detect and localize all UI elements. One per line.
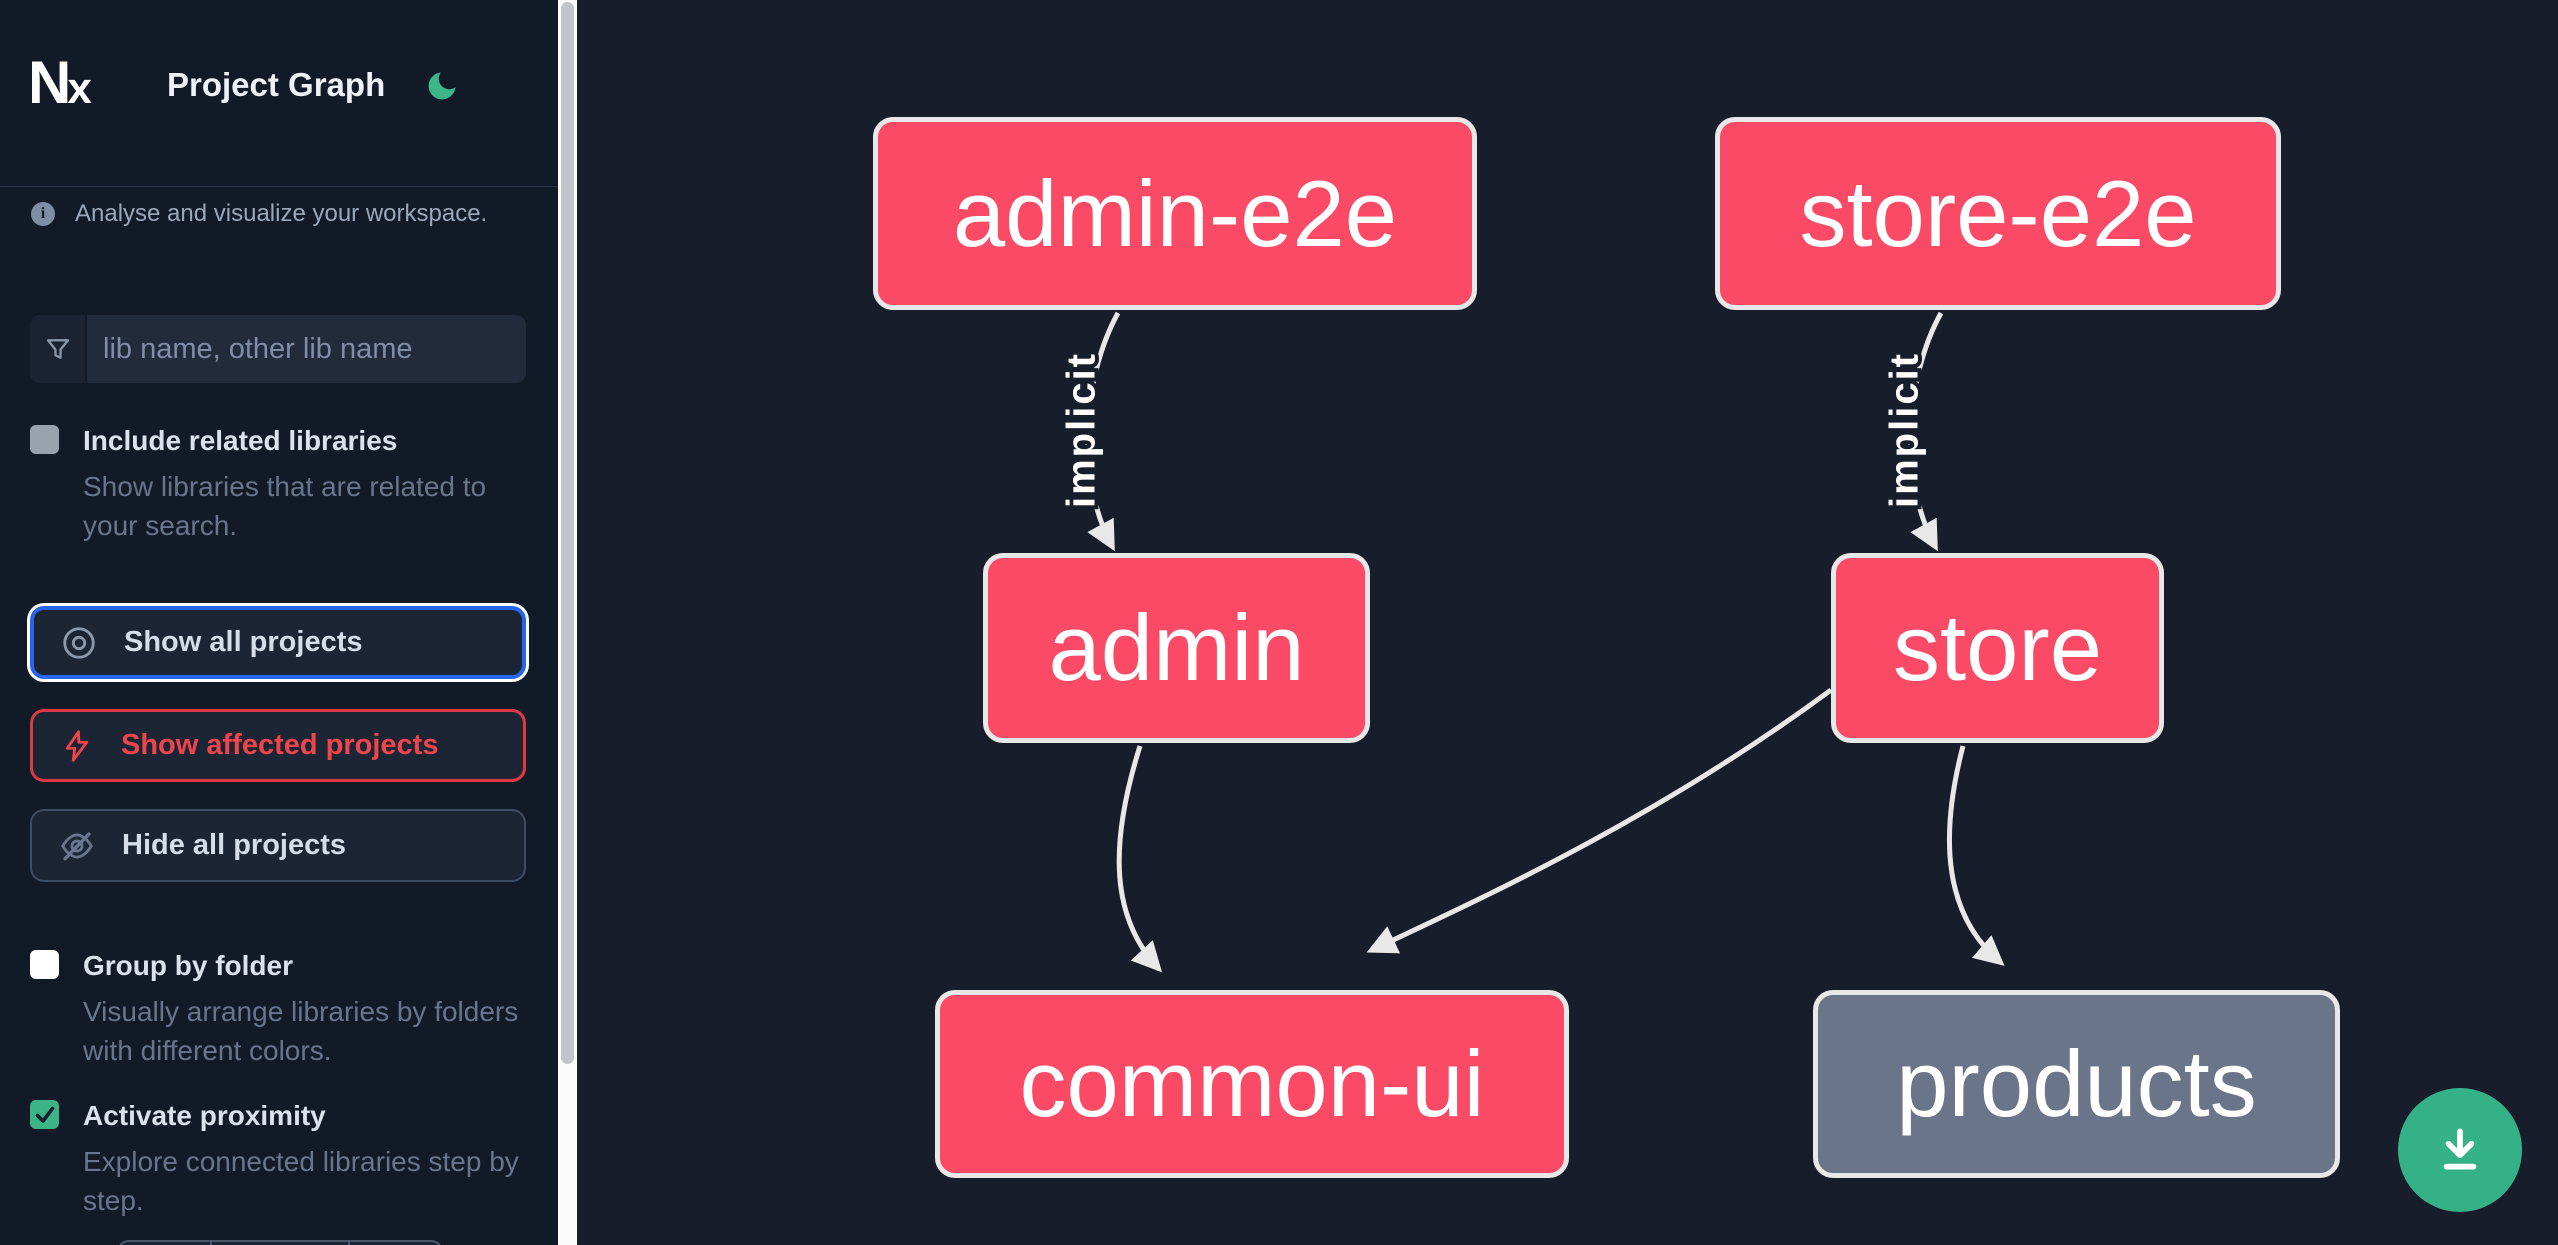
graph-node-admin-e2e[interactable]: admin-e2e — [873, 117, 1477, 310]
graph-node-admin[interactable]: admin — [983, 553, 1370, 743]
graph-edge-store-products — [1946, 745, 2005, 966]
sidebar: Nx Project Graph i Analyse and visualize… — [0, 0, 558, 1245]
search-box — [30, 315, 526, 383]
eye-slash-icon — [61, 831, 93, 860]
graph-node-store-e2e[interactable]: store-e2e — [1715, 117, 2281, 310]
option-label: Activate proximity — [83, 1100, 326, 1131]
stepper-divider — [348, 1242, 350, 1245]
graph-edge-admin-e2e-admin — [1085, 311, 1121, 552]
graph-edge-store-e2e-store — [1908, 311, 1944, 552]
sidebar-scrollbar[interactable] — [558, 0, 577, 1245]
option-description: Explore connected libraries step by step… — [83, 1146, 519, 1216]
button-label: Show all projects — [124, 626, 363, 658]
graph-node-common-ui[interactable]: common-ui — [935, 990, 1569, 1178]
activate-proximity-checkbox[interactable] — [30, 1100, 59, 1129]
nx-logo: Nx — [28, 49, 92, 116]
option-label: Include related libraries — [83, 425, 398, 456]
bolt-icon — [65, 729, 89, 762]
show-affected-projects-button[interactable]: Show affected projects — [30, 709, 526, 782]
graph-canvas[interactable]: implicit implicit admin-e2e store-e2e admin… — [577, 0, 2558, 1245]
search-input[interactable] — [87, 315, 526, 383]
filter-icon — [46, 339, 69, 359]
edge-label-implicit: implicit — [1883, 352, 1927, 508]
button-label: Show affected projects — [121, 729, 439, 761]
graph-node-products[interactable]: products — [1813, 990, 2340, 1178]
dark-mode-toggle[interactable] — [424, 68, 460, 104]
include-related-checkbox[interactable] — [30, 425, 59, 454]
graph-edges-layer: implicit implicit — [1056, 311, 2005, 973]
group-by-folder-checkbox[interactable] — [30, 950, 59, 979]
option-include-related[interactable]: Include related libraries Show libraries… — [30, 423, 535, 545]
download-icon — [2443, 1128, 2477, 1170]
option-description: Show libraries that are related to your … — [83, 471, 487, 541]
sidebar-scrollbar-thumb[interactable] — [561, 2, 574, 1064]
graph-node-store[interactable]: store — [1831, 553, 2164, 743]
eye-icon — [63, 626, 95, 659]
option-description: Visually arrange libraries by folders wi… — [83, 996, 519, 1066]
hide-all-projects-button[interactable]: Hide all projects — [30, 809, 526, 882]
proximity-stepper[interactable] — [117, 1240, 443, 1245]
info-icon: i — [31, 202, 55, 226]
graph-edge-store-common-ui — [1366, 687, 1833, 954]
moon-icon — [428, 72, 456, 100]
header-divider — [0, 186, 558, 187]
edge-label-implicit: implicit — [1060, 352, 1104, 508]
check-icon — [35, 1106, 54, 1123]
option-activate-proximity[interactable]: Activate proximity Explore connected lib… — [30, 1098, 535, 1220]
show-all-projects-button[interactable]: Show all projects — [30, 606, 526, 679]
page-title: Project Graph — [167, 66, 386, 103]
graph-edge-admin-common-ui — [1116, 745, 1163, 973]
workspace-tagline: Analyse and visualize your workspace. — [75, 200, 488, 227]
option-group-by-folder[interactable]: Group by folder Visually arrange librari… — [30, 948, 535, 1070]
option-label: Group by folder — [83, 950, 293, 981]
workspace-tagline-row: i Analyse and visualize your workspace. — [31, 200, 487, 228]
filter-icon-box — [30, 315, 87, 383]
download-graph-button[interactable] — [2398, 1088, 2522, 1212]
button-label: Hide all projects — [122, 829, 347, 861]
stepper-divider — [210, 1242, 212, 1245]
